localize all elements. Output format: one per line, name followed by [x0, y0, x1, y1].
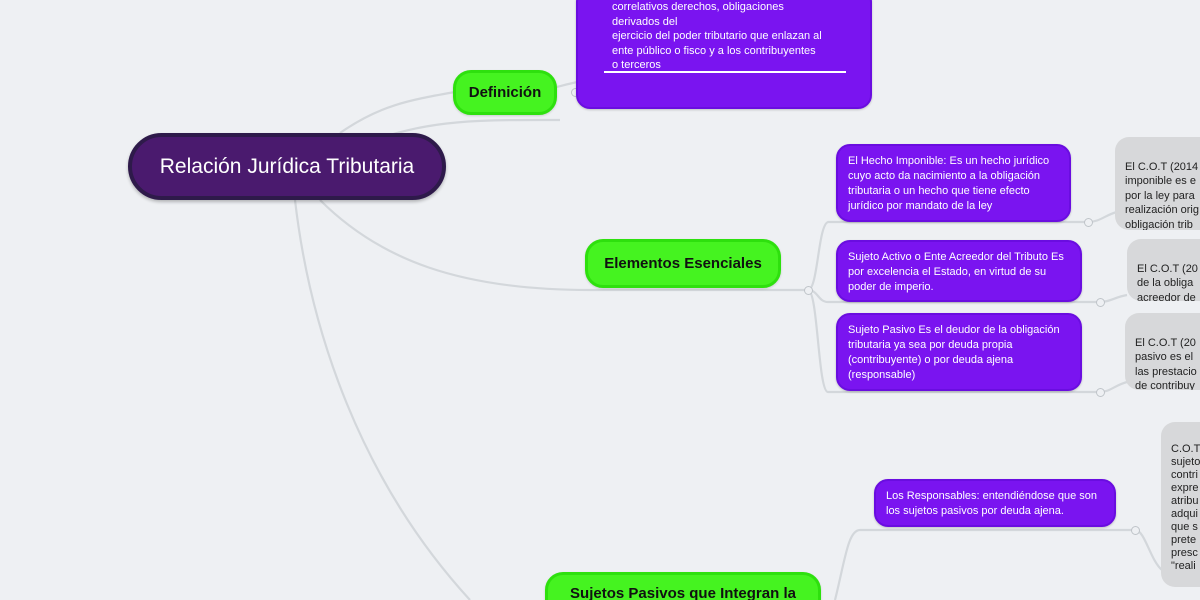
detail-sujeto-pasivo[interactable]: El C.O.T (20 pasivo es el las prestacio …	[1125, 313, 1200, 390]
detail-text: El C.O.T (2014 imponible es e por la ley…	[1125, 160, 1199, 231]
topic-text: Sujeto Pasivo Es el deudor de la obligac…	[848, 324, 1060, 381]
divider-line	[604, 71, 846, 73]
root-label: Relación Jurídica Tributaria	[159, 154, 415, 178]
branch-label: Elementos Esenciales	[604, 255, 762, 272]
topic-text: Los Responsables: entendiéndose que son …	[886, 490, 1097, 517]
branch-definicion[interactable]: Definición	[453, 70, 557, 115]
branch-sujetos-pasivos[interactable]: Sujetos Pasivos que Integran la	[545, 572, 821, 600]
detail-text: C.O.T sujeto contri expre atribu adqui q…	[1171, 443, 1200, 572]
connector-dot	[1096, 388, 1105, 397]
topic-sujeto-pasivo[interactable]: Sujeto Pasivo Es el deudor de la obligac…	[836, 313, 1082, 391]
branch-label: Sujetos Pasivos que Integran la	[570, 585, 796, 600]
branch-label: Definición	[468, 84, 542, 101]
topic-responsables[interactable]: Los Responsables: entendiéndose que son …	[874, 479, 1116, 527]
topic-text: Sujeto Activo o Ente Acreedor del Tribut…	[848, 251, 1064, 293]
detail-text: El C.O.T (20 de la obliga acreedor de	[1137, 262, 1198, 302]
detail-sujeto-activo[interactable]: El C.O.T (20 de la obliga acreedor de	[1127, 239, 1200, 301]
topic-text: El Hecho Imponible: Es un hecho jurídico…	[848, 155, 1050, 212]
connector-dot	[804, 286, 813, 295]
branch-elementos-esenciales[interactable]: Elementos Esenciales	[585, 239, 781, 288]
topic-sujeto-activo[interactable]: Sujeto Activo o Ente Acreedor del Tribut…	[836, 240, 1082, 302]
detail-hecho-imponible[interactable]: El C.O.T (2014 imponible es e por la ley…	[1115, 137, 1200, 230]
connector-dot	[1131, 526, 1140, 535]
detail-responsables[interactable]: C.O.T sujeto contri expre atribu adqui q…	[1161, 422, 1200, 587]
connector-dot	[1084, 218, 1093, 227]
root-node[interactable]: Relación Jurídica Tributaria	[128, 133, 446, 200]
definition-box[interactable]: correlativos derechos, obligaciones deri…	[576, 0, 872, 109]
definition-text: correlativos derechos, obligaciones deri…	[612, 1, 822, 71]
connector-dot	[1096, 298, 1105, 307]
detail-text: El C.O.T (20 pasivo es el las prestacio …	[1135, 336, 1197, 391]
topic-hecho-imponible[interactable]: El Hecho Imponible: Es un hecho jurídico…	[836, 144, 1071, 222]
